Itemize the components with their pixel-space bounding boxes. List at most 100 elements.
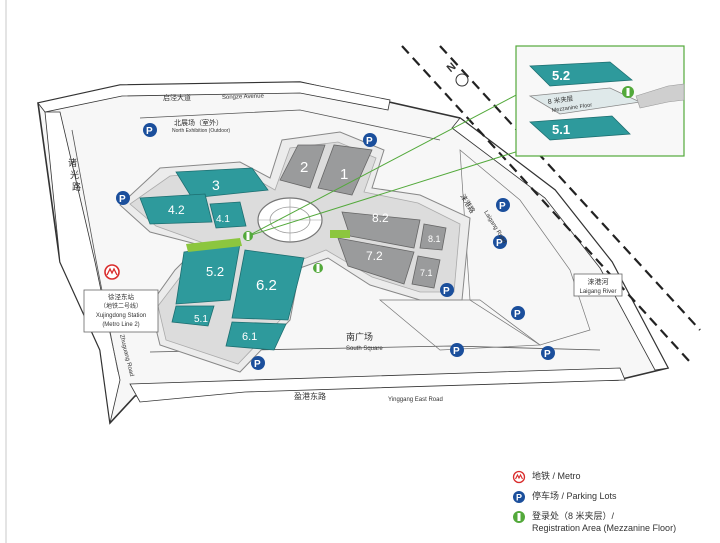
metro-station-line4: (Metro Line 2) bbox=[102, 322, 139, 328]
north-road-label-en: Songze Avenue bbox=[222, 94, 265, 101]
metro-station-callout bbox=[83, 289, 159, 333]
river-bank-west bbox=[401, 45, 691, 363]
hall-8-2-label: 8.2 bbox=[372, 211, 389, 225]
hall-2-label: 2 bbox=[300, 159, 308, 176]
hall-3[interactable] bbox=[175, 167, 269, 199]
hall-6-2-label: 6.2 bbox=[256, 277, 277, 294]
registration-icon bbox=[513, 511, 525, 523]
svg-text:P: P bbox=[496, 238, 503, 249]
hall-8-1-label: 8.1 bbox=[428, 234, 441, 244]
parking-marker-southeast[interactable]: P bbox=[511, 306, 525, 320]
legend-row-registration: 登录处（8 米夹层）/ Registration Area (Mezzanine… bbox=[512, 510, 717, 534]
hall-8-2[interactable] bbox=[341, 211, 421, 249]
registration-marker-south[interactable] bbox=[313, 263, 323, 273]
west-road[interactable] bbox=[44, 111, 121, 424]
parking-marker-east[interactable]: P bbox=[496, 198, 510, 212]
river-bank-east bbox=[439, 45, 701, 331]
hall-4-1[interactable] bbox=[209, 201, 247, 229]
metro-station-line2: （地铁二号线） bbox=[100, 302, 142, 310]
south-road-label-en: Yinggang East Road bbox=[388, 397, 443, 403]
hall-5-1-label: 5.1 bbox=[194, 314, 208, 325]
svg-text:P: P bbox=[516, 493, 522, 503]
hall-6-1-label: 6.1 bbox=[242, 331, 257, 343]
map-legend: 地铁 / Metro P 停车场 / Parking Lots 登录处（8 米夹… bbox=[512, 470, 717, 540]
parking-marker-west[interactable]: P bbox=[116, 191, 130, 205]
metro-station-line1: 徐泾东站 bbox=[108, 292, 135, 301]
hall-3-label: 3 bbox=[212, 177, 220, 193]
svg-text:P: P bbox=[443, 286, 450, 297]
inner-block-line-north bbox=[139, 109, 441, 141]
parking-marker-south-east[interactable]: P bbox=[541, 346, 555, 360]
inset-registration-icon bbox=[622, 86, 634, 98]
hall-6-2[interactable] bbox=[231, 249, 305, 321]
north-exhibition-label-en: North Exhibition (Outdoor) bbox=[172, 128, 230, 134]
svg-text:P: P bbox=[366, 136, 373, 147]
inset-hall-5-1[interactable] bbox=[529, 115, 631, 141]
metro-icon bbox=[512, 470, 526, 484]
hall-1-label: 1 bbox=[340, 166, 348, 183]
inset-mezz-label-cn: 8 米夹层 bbox=[547, 93, 574, 106]
east-road[interactable] bbox=[451, 117, 669, 371]
svg-text:P: P bbox=[119, 194, 126, 205]
hall-7-1[interactable] bbox=[411, 255, 441, 289]
svg-text:P: P bbox=[146, 126, 153, 137]
svg-text:P: P bbox=[254, 359, 261, 370]
legend-row-parking: P 停车场 / Parking Lots bbox=[512, 490, 717, 504]
hall-1[interactable] bbox=[317, 144, 373, 196]
parking-marker-northeast[interactable]: P bbox=[363, 133, 377, 147]
connector-west bbox=[186, 238, 242, 252]
legend-registration-line1: 登录处（8 米夹层）/ bbox=[532, 511, 615, 521]
hall-7-2[interactable] bbox=[337, 237, 415, 285]
legend-metro-label: 地铁 / Metro bbox=[532, 471, 581, 481]
registration-marker-west[interactable] bbox=[243, 231, 253, 241]
inset-walkway bbox=[635, 83, 685, 109]
inset-mezz-label-en: Mezzanine Floor bbox=[551, 102, 592, 114]
west-road-char-3: 路 bbox=[72, 181, 81, 193]
parking-marker-southwest[interactable]: P bbox=[251, 356, 265, 370]
legend-registration-text: 登录处（8 米夹层）/ Registration Area (Mezzanine… bbox=[532, 510, 676, 534]
svg-text:P: P bbox=[499, 201, 506, 212]
hall-8-1[interactable] bbox=[419, 223, 447, 251]
hall-2[interactable] bbox=[279, 144, 326, 189]
parking-marker-north[interactable]: P bbox=[143, 123, 157, 137]
inset-hall-5-2[interactable] bbox=[529, 61, 634, 87]
hall-5-1[interactable] bbox=[171, 305, 215, 327]
hall-4-2[interactable] bbox=[139, 193, 213, 225]
hall-5-2-label: 5.2 bbox=[206, 264, 224, 279]
south-road[interactable] bbox=[129, 367, 626, 403]
parking-marker-east-3[interactable]: P bbox=[440, 283, 454, 297]
hall-6-1[interactable] bbox=[225, 321, 287, 351]
parking-marker-east-2[interactable]: P bbox=[493, 235, 507, 249]
inset-upper-label: 5.2 bbox=[552, 68, 570, 83]
north-exhibition-label-cn: 北展场（室外） bbox=[174, 118, 223, 127]
hall-4-2-label: 4.2 bbox=[168, 203, 185, 217]
legend-row-metro: 地铁 / Metro bbox=[512, 470, 717, 484]
south-square-label-cn: 南广场 bbox=[346, 331, 373, 343]
west-road-char-2: 光 bbox=[70, 169, 79, 181]
parking-icon: P bbox=[513, 491, 525, 503]
inner-block-line-west bbox=[71, 129, 119, 373]
connector-east bbox=[330, 230, 350, 238]
river-callout bbox=[573, 273, 623, 297]
metro-station-line3: Xujingdong Station bbox=[96, 313, 146, 319]
parking-marker-south-square[interactable]: P bbox=[450, 343, 464, 357]
inset-leader-upper bbox=[247, 91, 523, 237]
legend-parking-label: 停车场 / Parking Lots bbox=[532, 491, 617, 501]
metro-marker[interactable] bbox=[104, 264, 120, 280]
river-label-en: Laigang River bbox=[579, 289, 616, 295]
north-road[interactable] bbox=[37, 81, 391, 113]
west-road-char-1: 诸 bbox=[68, 158, 77, 169]
south-road-label-cn: 盈港东路 bbox=[294, 391, 326, 401]
river-label-cn: 涞港河 bbox=[588, 277, 609, 286]
svg-text:P: P bbox=[544, 349, 551, 360]
legend-registration-line2: Registration Area (Mezzanine Floor) bbox=[532, 523, 677, 533]
compass-icon bbox=[455, 73, 469, 87]
inset-lower-label: 5.1 bbox=[552, 122, 570, 137]
svg-text:P: P bbox=[453, 346, 460, 357]
hall-7-1-label: 7.1 bbox=[420, 268, 433, 278]
svg-text:P: P bbox=[514, 309, 521, 320]
hall-7-2-label: 7.2 bbox=[366, 249, 383, 263]
hall-4-1-label: 4.1 bbox=[216, 214, 230, 225]
